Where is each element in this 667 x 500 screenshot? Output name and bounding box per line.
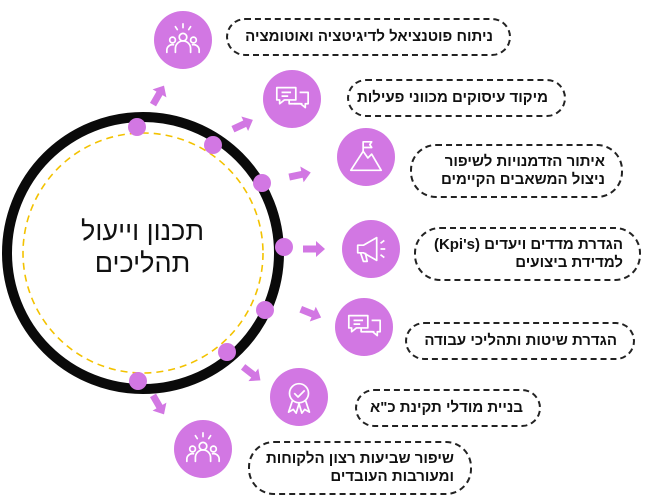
label-line: איתור הזדמנויות לשיפור bbox=[444, 153, 605, 170]
people-icon bbox=[174, 420, 232, 478]
label-box: הגדרת מדדים ויעדים (Kpi's) למדידת ביצועי… bbox=[414, 227, 641, 281]
label-line: מיקוד עיסוקים מכווני פעילות bbox=[356, 89, 548, 106]
chat-bubbles-icon bbox=[335, 298, 393, 356]
label-box: בניית מודלי תקינת כ"א bbox=[355, 389, 541, 427]
label-box: מיקוד עיסוקים מכווני פעילות bbox=[347, 79, 566, 117]
label-line: הגדרת שיטות ותהליכי עבודה bbox=[424, 332, 617, 349]
arrow bbox=[149, 393, 167, 415]
arrow bbox=[288, 166, 311, 183]
label-line: שיפור שביעות רצון הלקוחות bbox=[265, 450, 454, 467]
center-title: תכנון וייעול תהליכים bbox=[40, 215, 245, 279]
mountain-flag-icon bbox=[337, 128, 395, 186]
label-box: שיפור שביעות רצון הלקוחות ומעורבות העובד… bbox=[248, 441, 472, 495]
ring-dots bbox=[128, 118, 293, 390]
label-box: ניתוח פוטנציאל לדיגיטציה ואוטומציה bbox=[226, 18, 511, 56]
arrow bbox=[303, 241, 325, 257]
ring-dot bbox=[253, 174, 271, 192]
ring-dot bbox=[275, 238, 293, 256]
ring-dot bbox=[256, 301, 274, 319]
ring-dot bbox=[129, 372, 147, 390]
arrow bbox=[240, 364, 261, 382]
label-box: הגדרת שיטות ותהליכי עבודה bbox=[405, 322, 635, 360]
center-title-line1: תכנון וייעול bbox=[81, 216, 204, 246]
megaphone-icon bbox=[342, 220, 400, 278]
center-title-line2: תהליכים bbox=[94, 248, 191, 278]
chat-bubbles-icon bbox=[263, 70, 321, 128]
arrow bbox=[231, 116, 253, 133]
label-line: ניתוח פוטנציאל לדיגיטציה ואוטומציה bbox=[245, 28, 493, 45]
label-line: למדידת ביצועים bbox=[515, 254, 623, 271]
arrow bbox=[299, 306, 322, 322]
ring-dot bbox=[218, 343, 236, 361]
label-line: בניית מודלי תקינת כ"א bbox=[369, 399, 523, 416]
label-line: ניצול המשאבים הקיימים bbox=[440, 171, 605, 188]
ring-dot bbox=[128, 118, 146, 136]
arrows bbox=[149, 85, 325, 415]
ring-dot bbox=[204, 136, 222, 154]
label-line: הגדרת מדדים ויעדים (Kpi's) bbox=[433, 236, 623, 253]
award-badge-icon bbox=[270, 368, 328, 426]
label-box: איתור הזדמנויות לשיפור ניצול המשאבים הקי… bbox=[410, 144, 623, 198]
arrow bbox=[149, 85, 167, 107]
label-line: ומעורבות העובדים bbox=[330, 468, 454, 485]
people-icon bbox=[154, 11, 212, 69]
